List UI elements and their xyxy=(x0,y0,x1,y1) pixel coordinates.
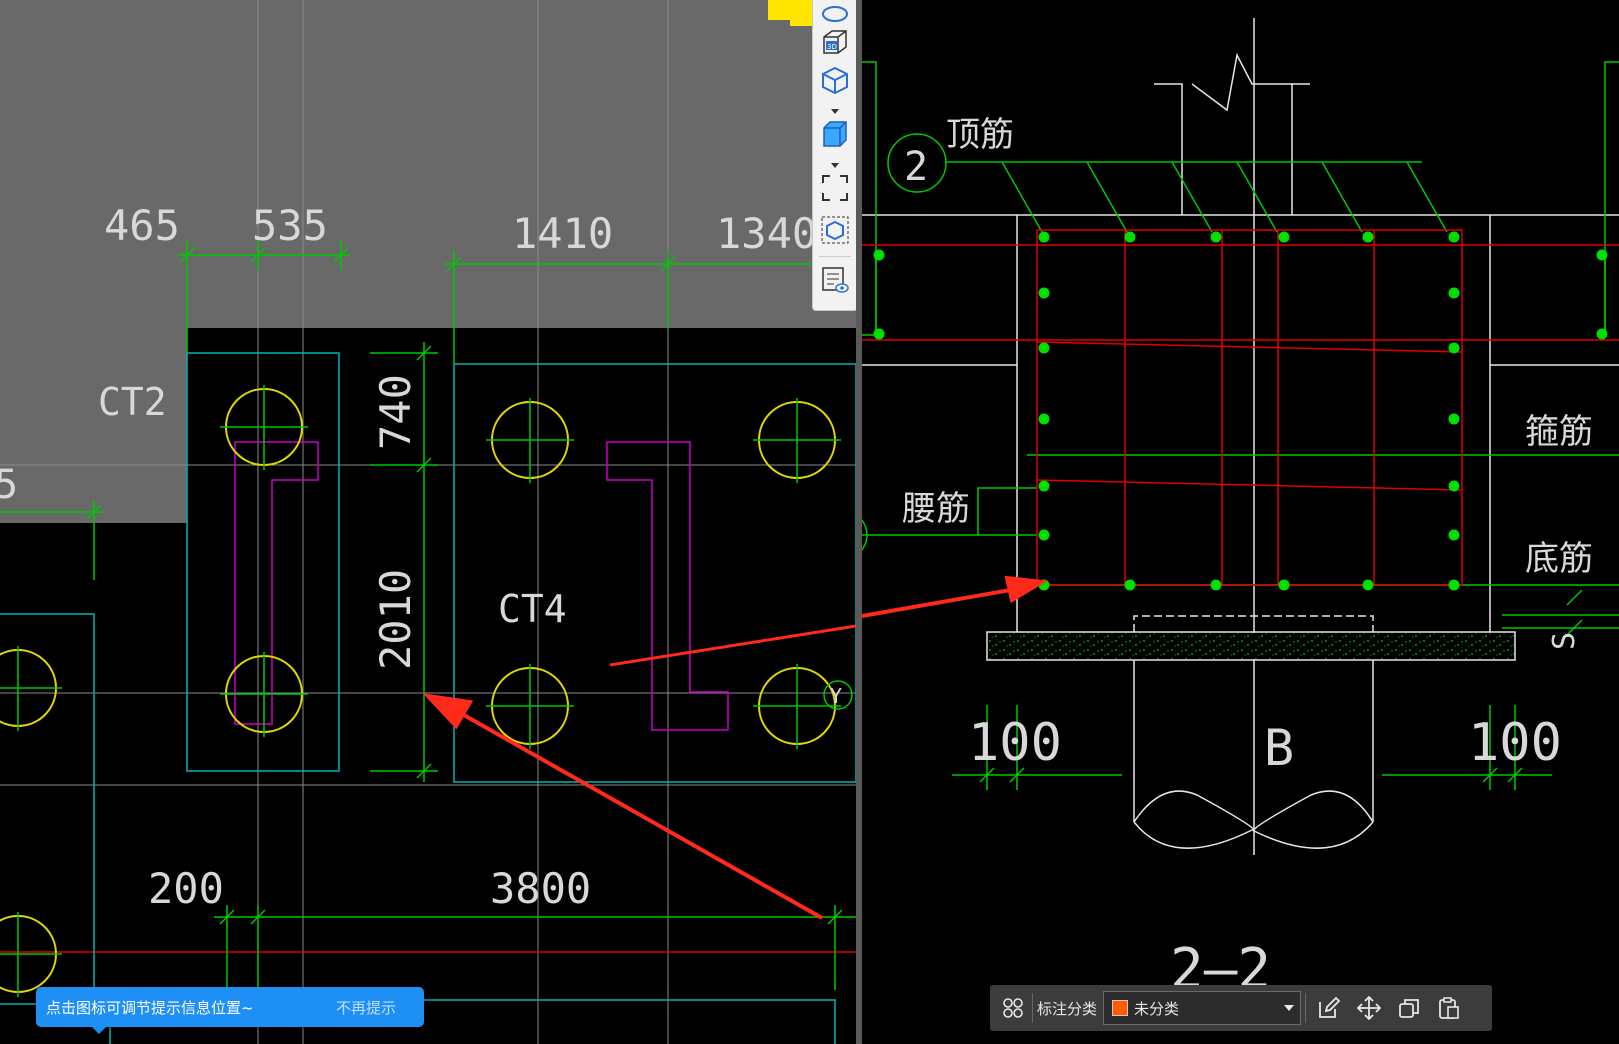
dim-1410: 1410 xyxy=(512,209,613,258)
edit-icon xyxy=(1319,996,1341,1018)
rebar-dots xyxy=(873,231,1608,591)
section-outline xyxy=(862,18,1619,855)
chevron-down-icon xyxy=(1284,1005,1295,1011)
view-toolbar: 3D xyxy=(812,0,856,311)
category-color-swatch xyxy=(1112,1000,1129,1016)
edge-dim-fragment: 5 xyxy=(0,462,18,508)
dim-left-100: 100 xyxy=(968,713,1062,773)
solid-view-button[interactable] xyxy=(819,118,851,150)
fit-view-icon xyxy=(822,175,848,201)
leader-lines xyxy=(862,61,1619,790)
solid-cube-icon xyxy=(823,121,847,147)
category-select[interactable]: 未分类 xyxy=(1103,991,1302,1025)
label-top-rebar: 顶筋 xyxy=(946,115,1014,155)
bedding-layer xyxy=(988,633,1514,659)
cap-label-ct4: CT4 xyxy=(498,587,567,631)
move-button[interactable] xyxy=(1354,993,1384,1023)
cap-ct2-outline xyxy=(186,352,340,772)
toolbar-separator xyxy=(1305,993,1307,1023)
annotation-toolbar: 标注分类 未分类 xyxy=(990,985,1492,1031)
dim-740: 740 xyxy=(371,374,420,450)
fit-view-button[interactable] xyxy=(819,172,851,204)
section-number: 2 xyxy=(904,144,928,190)
plan-drawing-canvas[interactable]: 465 535 1410 1340 740 2010 200 3800 CT2 … xyxy=(0,0,856,1044)
left-drawing-pane[interactable]: 465 535 1410 1340 740 2010 200 3800 CT2 … xyxy=(0,0,856,1044)
annotation-arrow-rebar-tail xyxy=(609,624,856,667)
cap-label-ct2: CT2 xyxy=(98,380,167,424)
toolbar-separator xyxy=(1032,993,1033,1023)
solid-dropdown-icon[interactable] xyxy=(830,162,840,170)
category-label: 标注分类 xyxy=(1037,999,1098,1018)
hint-bar[interactable]: 点击图标可调节提示信息位置~ 不再提示 xyxy=(36,987,424,1034)
orbit-button[interactable] xyxy=(819,0,851,32)
cover-label-s: S xyxy=(1547,632,1582,650)
wall-outlines xyxy=(234,441,729,731)
svg-text:3D: 3D xyxy=(827,43,837,51)
orbit-icon xyxy=(822,6,848,22)
label-waist-rebar: 腰筋 xyxy=(902,489,970,529)
3d-view-button[interactable]: 3D xyxy=(819,26,851,58)
category-value: 未分类 xyxy=(1134,999,1180,1018)
hint-dismiss-button[interactable]: 不再提示 xyxy=(335,998,396,1017)
label-bottom-rebar: 底筋 xyxy=(1525,539,1593,579)
isometric-dropdown-icon[interactable] xyxy=(830,108,840,116)
edit-button[interactable] xyxy=(1314,993,1344,1023)
axis-marker-label: Y xyxy=(830,684,842,708)
3d-view-icon: 3D xyxy=(823,30,847,54)
grid-menu-button[interactable] xyxy=(998,993,1028,1023)
width-label-b: B xyxy=(1264,719,1294,777)
grid-menu-icon xyxy=(1003,998,1023,1018)
cap-left-outline xyxy=(0,613,95,1005)
dim-3800: 3800 xyxy=(490,864,591,913)
paste-icon xyxy=(1439,997,1459,1019)
wall-ct2 xyxy=(234,441,319,725)
axis-marker-circle xyxy=(823,680,853,710)
pile-crosshairs xyxy=(0,385,841,997)
toolbar-separator xyxy=(819,256,851,257)
annotation-arrow-dimension xyxy=(422,693,823,920)
label-stirrup: 箍筋 xyxy=(1525,412,1593,452)
dimension-lines xyxy=(0,240,856,990)
section-drawing-canvas[interactable]: 2 顶筋 箍筋 腰筋 底筋 100 xyxy=(862,0,1619,1044)
dim-465: 465 xyxy=(104,201,180,250)
move-icon xyxy=(1357,996,1382,1020)
wall-ct4 xyxy=(606,441,729,731)
dim-2010: 2010 xyxy=(371,569,420,670)
copy-icon xyxy=(1399,999,1419,1018)
dim-535: 535 xyxy=(252,201,328,250)
paste-button[interactable] xyxy=(1434,993,1464,1023)
hint-pointer xyxy=(92,1027,106,1034)
isometric-view-icon xyxy=(822,66,848,95)
dim-200: 200 xyxy=(148,864,224,913)
isometric-view-button[interactable] xyxy=(819,64,851,96)
cap-bottom-outline xyxy=(109,999,836,1044)
display-settings-icon xyxy=(822,267,849,293)
annotation-arrow-rebar xyxy=(862,575,1049,618)
copy-button[interactable] xyxy=(1394,993,1424,1023)
dim-right-100: 100 xyxy=(1468,713,1562,773)
dim-1340: 1340 xyxy=(716,209,817,258)
rebar-lines xyxy=(862,229,1619,586)
nav-cube-corner[interactable] xyxy=(768,0,812,26)
section-number-circle xyxy=(887,133,947,193)
right-drawing-pane[interactable]: 2 顶筋 箍筋 腰筋 底筋 100 xyxy=(862,0,1619,1044)
pane-divider[interactable] xyxy=(856,0,862,1044)
display-settings-button[interactable] xyxy=(819,264,851,296)
hint-text: 点击图标可调节提示信息位置~ xyxy=(46,998,254,1017)
component-view-icon xyxy=(821,216,849,244)
cap-ct4-outline xyxy=(453,363,856,783)
grey-region xyxy=(0,0,856,523)
component-view-button[interactable] xyxy=(819,214,851,246)
